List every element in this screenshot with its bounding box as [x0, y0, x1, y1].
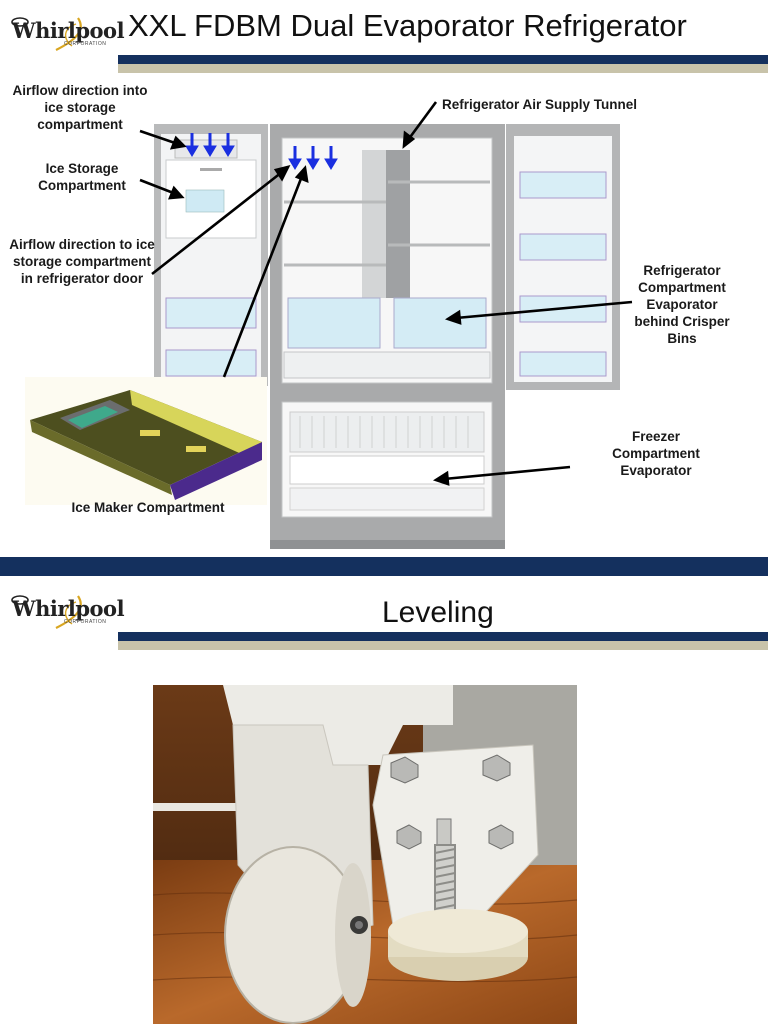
refrigerator-diagram: [25, 101, 633, 549]
header-rule-navy: [118, 55, 768, 64]
ice-maker-illustration: [25, 377, 267, 505]
label-airflow-door: Airflow direction to ice storage compart…: [9, 237, 155, 286]
slide-refrigerator-diagram: Whirlpool CORPORATION XXL FDBM Dual Evap…: [0, 8, 768, 576]
whirlpool-logo: Whirlpool CORPORATION: [6, 10, 125, 54]
hex-bolt-icon: [390, 754, 514, 850]
leveling-screw-icon: [434, 844, 456, 914]
logo-wordmark: Whirlpool: [12, 18, 125, 43]
logo-wordmark: Whirlpool: [12, 596, 125, 621]
label-air-supply-tunnel: Refrigerator Air Supply Tunnel: [442, 97, 638, 112]
left-door: [154, 124, 268, 386]
header-rule-tan: [118, 641, 768, 650]
slide-title: XXL FDBM Dual Evaporator Refrigerator: [128, 8, 687, 43]
leveling-caster-photo: [153, 685, 577, 1024]
caster-wheel-icon: [224, 846, 371, 1024]
callout-arrow-icon: [139, 101, 633, 486]
slide-title: Leveling: [382, 596, 494, 629]
logo-swoosh-icon: [11, 595, 82, 629]
header-rule-navy: [118, 632, 768, 641]
logo-subtext: CORPORATION: [64, 41, 107, 47]
slide-leveling: Whirlpool CORPORATION Leveling: [0, 576, 768, 1024]
footer-bar-navy: [0, 557, 768, 576]
airflow-arrow-icon: [185, 133, 338, 170]
logo-subtext: CORPORATION: [64, 619, 107, 625]
header-rule-tan: [118, 64, 768, 73]
label-airflow-ice-storage: Airflow direction into ice storage compa…: [12, 83, 148, 132]
label-ice-maker: Ice Maker Compartment: [71, 500, 225, 515]
whirlpool-logo: Whirlpool CORPORATION: [6, 588, 125, 632]
label-fridge-evaporator: Refrigerator Compartment Evaporator behi…: [634, 263, 730, 346]
label-freezer-evaporator: Freezer Compartment Evaporator: [612, 429, 700, 478]
center-cabinet: [270, 124, 505, 549]
label-ice-storage: Ice Storage Compartment: [38, 161, 126, 193]
right-door: [506, 124, 620, 390]
logo-swoosh-icon: [11, 17, 82, 51]
